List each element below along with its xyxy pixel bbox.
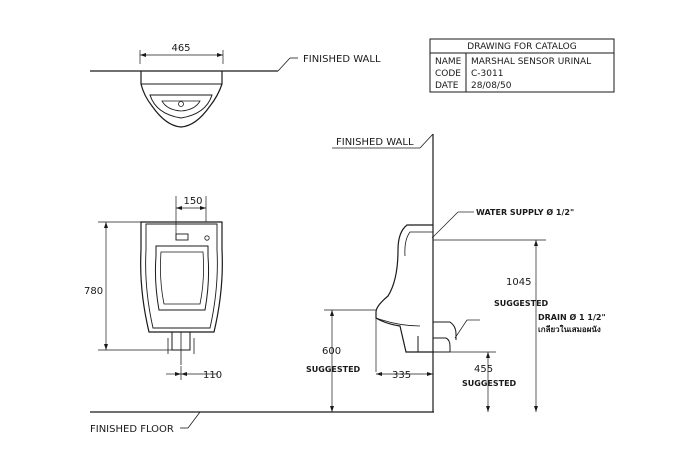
side-view: FINISHED WALL WATER SUPPLY Ø 1/2" 1045 S… <box>306 133 606 412</box>
dim-height: 780 <box>84 286 103 297</box>
dim-top-width: 465 <box>171 43 190 54</box>
title-block-code-value: C-3011 <box>471 69 503 79</box>
finished-floor: FINISHED FLOOR <box>90 411 434 435</box>
water-supply-label: WATER SUPPLY Ø 1/2" <box>476 207 574 217</box>
title-block-date-value: 28/08/50 <box>471 81 512 91</box>
dim-sensor-width: 150 <box>183 196 202 207</box>
dim-projection: 335 <box>392 370 411 381</box>
suggested-600: SUGGESTED <box>306 365 361 374</box>
drain-note: เกลียวในเสมอผนัง <box>538 324 601 334</box>
suggested-455: SUGGESTED <box>462 379 517 388</box>
title-block-name-value: MARSHAL SENSOR URINAL <box>471 57 591 67</box>
top-view: FINISHED WALL 465 <box>90 43 381 128</box>
dim-supply-height: 1045 <box>506 277 531 288</box>
front-view: 150 110 780 <box>84 196 223 381</box>
finished-wall-side-label: FINISHED WALL <box>336 137 414 148</box>
finished-floor-label: FINISHED FLOOR <box>90 424 174 435</box>
title-block-name-key: NAME <box>435 57 462 67</box>
dim-drain-height: 455 <box>474 364 493 375</box>
suggested-1045: SUGGESTED <box>494 299 549 308</box>
title-block: DRAWING FOR CATALOG NAME MARSHAL SENSOR … <box>429 38 615 93</box>
title-block-header: DRAWING FOR CATALOG <box>467 42 576 52</box>
dim-outlet-offset: 110 <box>203 370 222 381</box>
title-block-code-key: CODE <box>435 69 461 79</box>
finished-wall-top-label: FINISHED WALL <box>303 54 381 65</box>
drain-label: DRAIN Ø 1 1/2" <box>538 312 606 322</box>
dim-rim-height: 600 <box>322 346 341 357</box>
title-block-date-key: DATE <box>435 81 459 91</box>
